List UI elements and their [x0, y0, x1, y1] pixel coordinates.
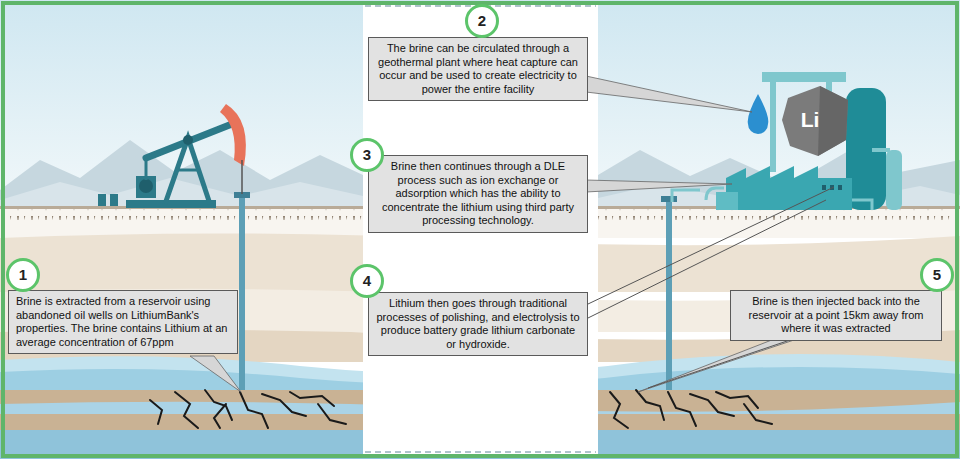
- callout-number: 5: [920, 258, 954, 292]
- callout-text: Brine is extracted from a reservoir usin…: [16, 295, 230, 349]
- callout-number: 3: [350, 138, 384, 172]
- callout-box: The brine can be circulated through a ge…: [368, 37, 588, 101]
- callout-box: Lithium then goes through traditional pr…: [368, 292, 588, 356]
- callout-text: Brine is then injected back into the res…: [738, 295, 934, 336]
- callout-number: 4: [350, 264, 384, 298]
- callout-text: Lithium then goes through traditional pr…: [376, 297, 580, 351]
- callout-number: 1: [6, 258, 40, 292]
- callout-text: The brine can be circulated through a ge…: [376, 42, 580, 96]
- callout-text: Brine then continues through a DLE proce…: [376, 160, 580, 228]
- callout-box: Brine is then injected back into the res…: [730, 290, 942, 341]
- callout-box: Brine then continues through a DLE proce…: [368, 155, 588, 233]
- callout-box: Brine is extracted from a reservoir usin…: [8, 290, 238, 354]
- element-symbol: Li: [790, 108, 830, 132]
- callout-number: 2: [465, 4, 499, 38]
